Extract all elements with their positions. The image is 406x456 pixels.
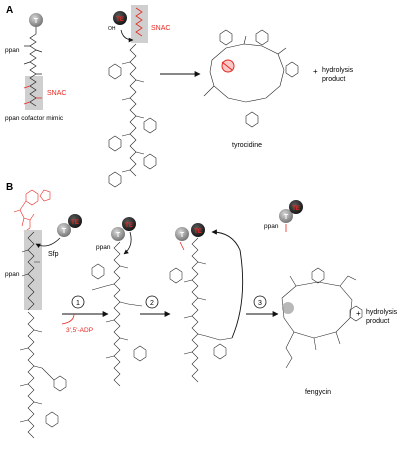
linear-peptide-b-left (19, 311, 67, 439)
t-domain-icon-b: T (57, 223, 71, 237)
hydrolysis-a-2: product (322, 76, 345, 83)
panel-b-label: B (6, 182, 13, 193)
snac-red-atoms (135, 7, 143, 37)
step-1-label: 1 (76, 300, 80, 307)
step-3-label: 3 (258, 300, 262, 307)
ppan-red-atoms (23, 85, 42, 105)
curved-arrow (120, 29, 134, 43)
t-domain-letter: T (34, 18, 39, 25)
te-domain-icon-b4: TE (289, 200, 303, 214)
ppan-label: ppan (5, 47, 20, 54)
adp-release-arrow (61, 313, 75, 325)
tyrocidine-structure (203, 29, 299, 128)
ppan-label-b-left: ppan (5, 271, 20, 278)
step-1-circle (71, 295, 85, 309)
te-domain-letters: TE (116, 17, 124, 23)
te-domain-icon-b2: TE (122, 217, 136, 231)
step-2-circle (145, 295, 159, 309)
oh-label: OH (108, 26, 116, 32)
t-domain-letter-b: T (62, 228, 67, 235)
ppan-cofactor-structure (23, 27, 43, 110)
sfp-label: Sfp (48, 251, 59, 258)
te-domain-icon-b: TE (68, 214, 82, 228)
t-domain-icon-b3: T (175, 227, 189, 241)
step-3-circle (253, 295, 267, 309)
ppan-highlight-box-b (24, 230, 42, 310)
linear-peptide-b-mid (91, 241, 147, 387)
sfp-curved-arrow (35, 237, 61, 249)
te-domain-letters-b4: TE (292, 206, 300, 212)
plus-b: + (356, 309, 361, 318)
step-2-label: 2 (150, 300, 154, 307)
tyrocidine-red-bond (221, 59, 235, 73)
fengycin-name: fengycin (305, 389, 331, 396)
ppan-label-b-right: ppan (264, 223, 279, 230)
ppan-chain-b (21, 231, 40, 311)
adp-label: 3',5'-ADP (66, 327, 93, 334)
te-domain-icon: TE (113, 11, 127, 25)
t-domain-letter-b2: T (116, 232, 121, 239)
hydrolysis-a-1: hydrolysis (322, 67, 354, 74)
fengycin-structure (281, 267, 363, 369)
hydrolysis-b-2: product (366, 318, 389, 325)
snac-highlight-box (25, 76, 43, 110)
snac-highlight-box-right (131, 5, 148, 43)
cofactor-caption: ppan cofactor mimic (5, 115, 64, 122)
t-domain-letter-b4: T (284, 214, 289, 221)
snac-label-left: SNAC (47, 90, 66, 97)
coa-red-structure (13, 189, 51, 233)
hydrolysis-b-1: hydrolysis (366, 309, 398, 316)
linear-peptide-a (108, 43, 157, 188)
te-domain-letters-b: TE (71, 220, 79, 226)
te-domain-icon-b3: TE (191, 223, 205, 237)
t-domain-icon-b2: T (111, 227, 125, 241)
snac-label-right: SNAC (151, 25, 170, 32)
linear-peptide-b-right (169, 237, 233, 383)
tyrocidine-name: tyrocidine (232, 142, 262, 149)
t-domain-icon-b4: T (279, 209, 293, 223)
plus-a: + (313, 67, 318, 76)
t-domain-icon: T (29, 13, 43, 27)
t-domain-letter-b3: T (180, 232, 185, 239)
panel-a-label: A (6, 5, 13, 16)
curved-arrow-cyclize (211, 229, 244, 339)
curved-arrow-b1 (123, 231, 132, 255)
fengycin-grey-highlight (282, 302, 294, 314)
ppan-label-b-mid: ppan (96, 244, 111, 251)
te-domain-letters-b3: TE (194, 229, 202, 235)
te-domain-letters-b2: TE (125, 223, 133, 229)
